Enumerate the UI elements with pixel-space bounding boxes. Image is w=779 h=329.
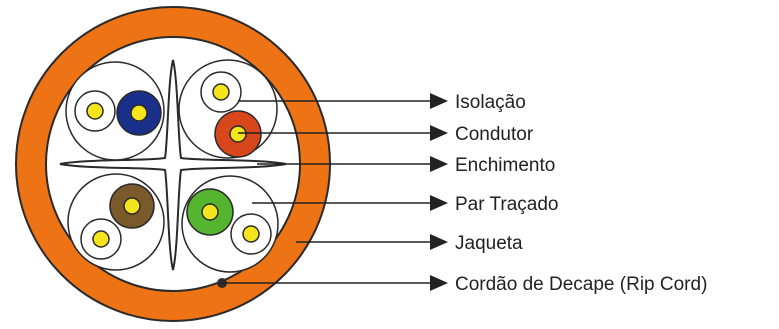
label-par-tracado: Par Traçado: [455, 194, 559, 215]
orange-pair: [200, 71, 262, 158]
label-jaqueta: Jaqueta: [455, 233, 523, 254]
green-pair: [186, 188, 272, 255]
arrowhead-icon: [430, 234, 448, 250]
white-wire-conductor: [212, 83, 230, 101]
arrowhead-icon: [430, 93, 448, 109]
arrowhead-icon: [430, 195, 448, 211]
brown-wire-conductor: [123, 197, 141, 215]
orange-wire-conductor: [229, 125, 247, 143]
leader-par-tracado: [252, 195, 448, 211]
white-wire-conductor: [92, 230, 110, 248]
arrowhead-icon: [430, 156, 448, 172]
arrowhead-icon: [430, 275, 448, 291]
white-wire-conductor: [242, 225, 260, 243]
leader-condutor: [238, 125, 448, 141]
label-cordao: Cordão de Decape (Rip Cord): [455, 274, 707, 295]
leader-lines: [222, 93, 448, 291]
label-isolacao: Isolação: [455, 92, 526, 113]
leader-cordao: [222, 275, 448, 291]
green-wire-conductor: [201, 203, 219, 221]
white-wire-conductor: [86, 102, 104, 120]
filler-cross: [59, 59, 287, 271]
blue-pair: [74, 90, 162, 136]
blue-wire-conductor: [130, 104, 148, 122]
label-enchimento: Enchimento: [455, 155, 555, 176]
leader-enchimento: [257, 156, 448, 172]
label-condutor: Condutor: [455, 124, 534, 145]
leader-jaqueta: [296, 234, 448, 250]
leader-isolacao: [238, 93, 448, 109]
arrowhead-icon: [430, 125, 448, 141]
brown-pair: [80, 183, 155, 260]
